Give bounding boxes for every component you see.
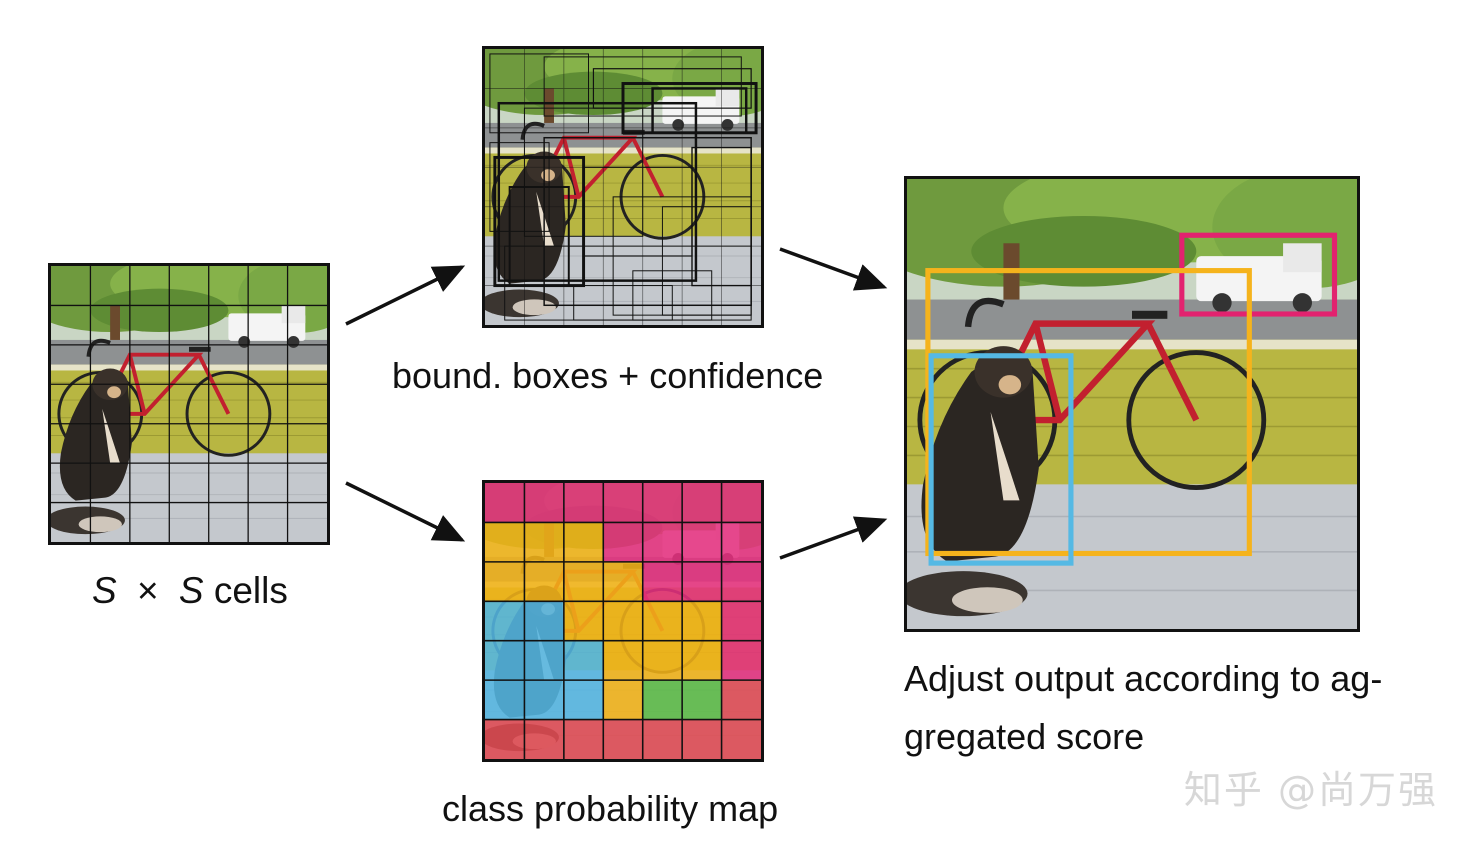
grid-caption-s2: S [178, 570, 204, 611]
truck-detection-box [1179, 232, 1338, 317]
classmap-caption: class probability map [442, 788, 779, 829]
grid-image-panel [48, 263, 330, 545]
grid-caption-rest: cells [213, 570, 288, 611]
grid-caption-times: × [136, 570, 159, 611]
boxes-photo [485, 49, 761, 325]
class-map [485, 483, 761, 759]
output-caption-line1: Adjust output according to ag- [904, 658, 1383, 699]
grid-lines [485, 49, 761, 325]
class-map-panel [482, 480, 764, 762]
grid-lines [51, 266, 327, 542]
output-caption-line2: gregated score [904, 716, 1145, 757]
grid-caption: S × S cells [92, 570, 288, 612]
grid-lines [485, 483, 761, 759]
output-image-panel [904, 176, 1360, 632]
grid-photo [51, 266, 327, 542]
arrow-to-boxes [345, 265, 466, 326]
output-photo [907, 179, 1357, 629]
dog-detection-box [928, 353, 1074, 566]
arrow-classmap-to-output [779, 516, 888, 560]
boxes-caption: bound. boxes + confidence [392, 355, 824, 396]
arrow-to-classmap [345, 481, 466, 542]
boxes-image-panel [482, 46, 764, 328]
zhihu-watermark: 知乎 @尚万强 [1183, 768, 1438, 812]
bicycle-detection-box [925, 268, 1252, 557]
arrow-boxes-to-output [779, 247, 888, 291]
grid-caption-s1: S [92, 570, 117, 611]
